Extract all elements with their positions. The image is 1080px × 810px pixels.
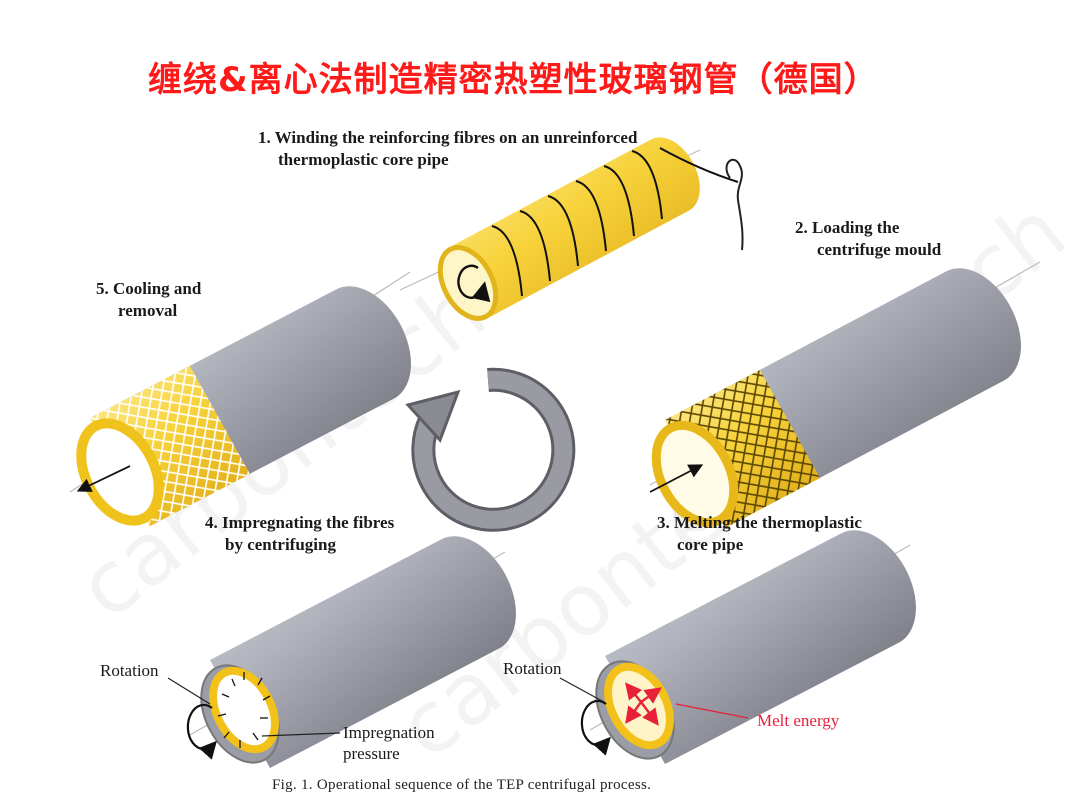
impregnation-pressure-label: Impregnation pressure xyxy=(343,723,435,763)
page-title: 缠绕&离心法制造精密热塑性玻璃钢管（德国） xyxy=(148,60,879,100)
pipe-removal xyxy=(69,271,411,526)
core-pipe-winding xyxy=(399,137,744,321)
centrifuge-mould-loaded xyxy=(649,261,1041,528)
rotation-label-left: Rotation xyxy=(100,661,159,680)
step-5-label: 5. Cooling and removal xyxy=(96,279,202,320)
pipe-melting xyxy=(559,530,916,764)
rotation-arrow-icon xyxy=(186,703,217,760)
pipe-impregnating xyxy=(167,536,516,768)
rotation-label-right: Rotation xyxy=(503,659,562,678)
step-4-label: 4. Impregnating the fibres by centrifugi… xyxy=(205,513,395,554)
melt-energy-label: Melt energy xyxy=(757,711,840,730)
step-1-label: 1. Winding the reinforcing fibres on an … xyxy=(258,128,638,169)
step-3-label: 3. Melting the thermoplastic core pipe xyxy=(657,513,862,554)
step-2-label: 2. Loading the centrifuge mould xyxy=(795,218,942,259)
cycle-arrow-icon xyxy=(405,367,576,532)
rotation-arrow-icon xyxy=(580,699,611,756)
figure-caption: Fig. 1. Operational sequence of the TEP … xyxy=(272,777,652,793)
rotation-arrow-icon xyxy=(457,264,491,303)
